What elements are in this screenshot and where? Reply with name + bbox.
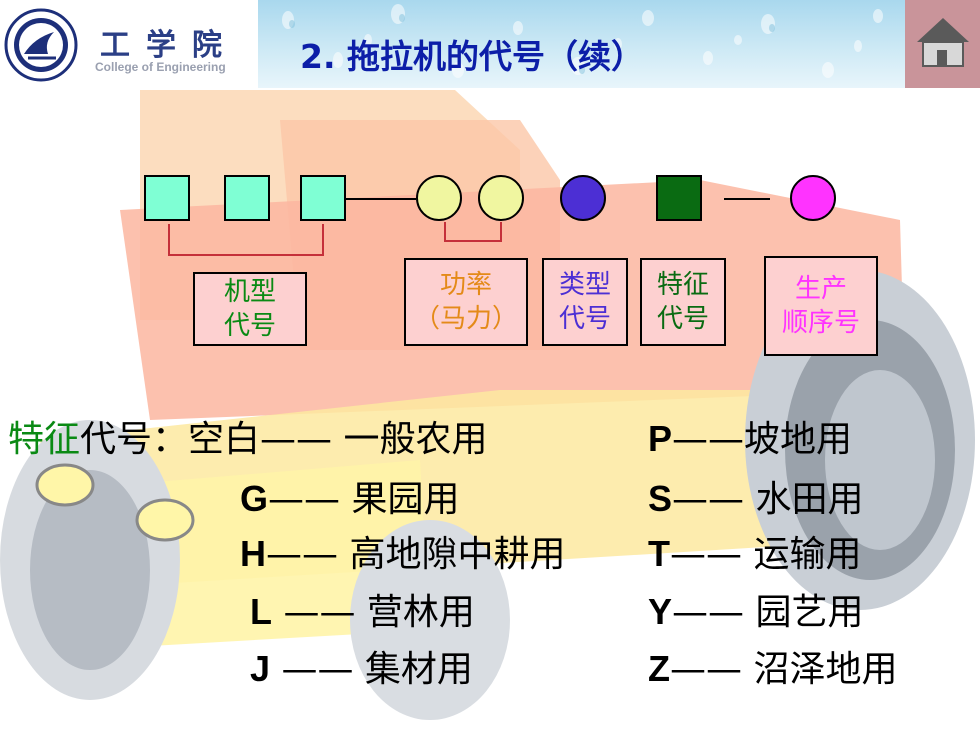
label-model-line2: 代号 [223,311,276,341]
label-type-line2: 代号 [558,304,611,334]
label-power-line2: （马力） [413,304,518,334]
feature-left-row: L —— 营林用 [250,583,475,635]
feature-code-text: ——坡地用 [672,419,853,460]
feature-right-row: S—— 水田用 [648,470,863,522]
feature-left-row: G—— 果园用 [240,470,459,522]
feature-code-letter: G [240,478,269,519]
feature-right-row: Z—— 沼泽地用 [648,640,897,692]
sequence-circle [790,175,836,221]
slide-title: 2. 拖拉机的代号（续） [300,37,644,76]
label-power-line1: 功率 [439,270,492,300]
feature-code-letter: H [240,533,266,574]
feature-code-text: —— 园艺用 [672,592,864,633]
label-type-line1: 类型 [558,270,611,300]
power-circle-2 [478,175,524,221]
feature-code-letter: L [250,591,272,632]
feature-left-row: J —— 集材用 [250,640,473,692]
type-circle [560,175,606,221]
college-seal-icon [4,8,78,82]
header-band [258,0,980,88]
feature-square [656,175,702,221]
feature-heading-line: 特征代号：空白—— 一般农用 [8,410,487,462]
feature-code-letter: Y [648,591,673,632]
label-feature-line2: 代号 [656,304,709,334]
feature-code-text: —— 营林用 [272,592,475,633]
model-square-2 [224,175,270,221]
label-sequence: 生产 顺序号 [764,256,878,356]
feature-heading-green: 特征 [8,419,81,460]
feature-right-row: P——坡地用 [648,410,852,462]
college-name-cn: 工学院 [100,28,238,63]
feature-blank-general: 空白—— 一般农用 [188,419,488,460]
feature-code-text: —— 水田用 [672,479,864,520]
feature-left-row: H—— 高地隙中耕用 [240,525,565,577]
model-bracket [168,224,324,256]
feature-code-text: —— 沼泽地用 [670,649,898,690]
feature-right-row: T—— 运输用 [648,525,861,577]
label-model-line1: 机型 [223,277,276,307]
home-icon [917,18,969,67]
model-square-1 [144,175,190,221]
label-type-code: 类型 代号 [542,258,628,346]
label-power: 功率 （马力） [404,258,528,346]
header-logo-area: 工学院 College of Engineering [0,0,258,88]
power-bracket [444,222,502,242]
label-model-code: 机型 代号 [193,272,307,346]
college-name-en: College of Engineering [95,60,226,74]
water-drops-pattern [282,4,883,78]
power-circle-1 [416,175,462,221]
feature-code-text: —— 运输用 [670,534,862,575]
label-feature-line1: 特征 [656,270,709,300]
label-sequence-line1: 生产 [794,274,847,304]
feature-code-letter: P [648,418,673,459]
feature-heading-rest: 代号： [80,419,189,460]
label-feature-code: 特征 代号 [640,258,726,346]
feature-code-letter: S [648,478,673,519]
feature-code-text: —— 果园用 [268,479,460,520]
feature-code-letter: T [648,533,670,574]
feature-code-text: —— 集材用 [270,649,473,690]
feature-code-text: —— 高地隙中耕用 [266,534,566,575]
connector-line-1 [346,198,416,200]
model-square-3 [300,175,346,221]
feature-code-letter: J [250,648,271,689]
feature-right-row: Y—— 园艺用 [648,583,863,635]
connector-line-2 [724,198,770,200]
feature-code-letter: Z [648,648,670,689]
label-sequence-line2: 顺序号 [781,308,860,338]
home-button[interactable] [905,0,980,88]
